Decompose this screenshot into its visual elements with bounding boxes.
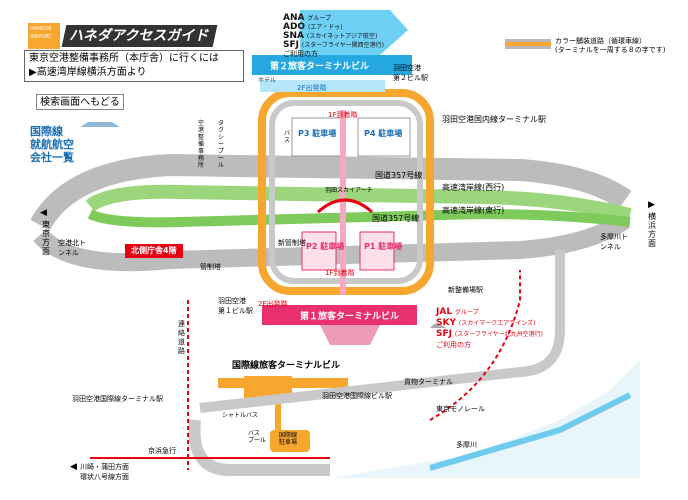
p1-label: P1 駐車場 <box>364 242 403 251</box>
intl-terminal-link <box>275 400 281 434</box>
kan8-label: 環状八号線方面 <box>80 473 129 481</box>
office-label: 北側庁舎4階 <box>131 246 177 255</box>
tokyo-label: 東京方面 <box>42 220 50 256</box>
header-badge: HANEDA AIRPORT <box>28 23 60 49</box>
t2-airline-row: SFJ (スターフライヤー関西空港行) <box>283 40 385 50</box>
p3-block <box>291 117 345 157</box>
p3-label: P3 駐車場 <box>298 129 337 138</box>
legend-swatch-orange <box>505 42 551 46</box>
misc-road-label: 空港整備事務所 <box>198 120 205 169</box>
intl-lower-road <box>188 419 330 476</box>
tamagawa-river <box>330 360 640 478</box>
t1-airline-row: SFJ (スターフライヤー北九州空港行) <box>436 329 544 339</box>
hotel-label: ホテル <box>258 77 277 84</box>
center-walkway <box>340 110 346 295</box>
terminal2-curb <box>260 80 385 92</box>
route-box: 東京空港整備事務所（本庁舎）に行くには ▶高速湾岸線横浜方面より <box>24 50 244 82</box>
bus-pool-label: バス プール <box>248 430 267 444</box>
t1-station-label: 羽田空港 第１ビル駅 <box>218 297 253 315</box>
airline-list-line2: 就航航空会社一覧 <box>30 138 74 164</box>
monorail-label: 東京モノレール <box>436 405 485 413</box>
cargo-label: 貨物ターミナル <box>404 378 453 386</box>
maintenance-station-label: 新整備場駅 <box>448 286 483 294</box>
airline-list-line1: 国際線 <box>30 125 63 138</box>
tamagawa-label: 多摩川 <box>456 441 477 449</box>
wangan-east-road <box>87 208 631 228</box>
yokohama-label: 横浜方面 <box>648 212 656 248</box>
intl-building-station-label: 羽田空港国際線ビル駅 <box>322 392 392 400</box>
wangan-west-label: 高速湾岸線(西行) <box>442 183 505 192</box>
river-edge <box>429 392 632 471</box>
t1-departure-label: 2F出発階 <box>258 300 288 308</box>
airplane-icon <box>80 122 120 127</box>
legend-line1: カラー舗装道路（循環車線） <box>555 37 646 45</box>
left-arrow-icon: ◀ <box>40 208 47 218</box>
keikyu-label: 京浜急行 <box>148 447 176 455</box>
header-banner: HANEDA AIRPORT ハネダアクセスガイド <box>24 23 218 67</box>
t2-note: ご利用の方 <box>283 50 318 58</box>
control-tower-label: 管制塔 <box>200 263 221 271</box>
legend-text: カラー舗装道路（循環車線） (ターミナルを一周する８の字です) <box>555 37 665 55</box>
t2-airline-row: ADO (エア・ドゥ) <box>283 22 343 32</box>
t2-departure-label: 2F出発階 <box>297 84 327 92</box>
p4-label: P4 駐車場 <box>364 129 403 138</box>
route-title: 東京空港整備事務所（本庁舎）に行くには <box>29 53 219 64</box>
terminal1-pier <box>320 325 380 345</box>
p2-block <box>301 231 337 271</box>
intl-parking-block <box>270 430 310 452</box>
p4-block <box>357 117 411 157</box>
tunnel-right-label: 多摩川トンネル <box>600 233 628 251</box>
t2-airline-row: SNA (スカイネットアジア航空) <box>283 31 378 41</box>
airline-list-link[interactable]: 国際線 就航航空会社一覧 <box>30 125 82 164</box>
route357a-label: 国道357号線 <box>375 171 423 180</box>
route357b-label: 国道357号線 <box>372 214 420 223</box>
connecting-road-label: 連絡道路 <box>178 320 185 355</box>
t2-airline-row: ANA グループ <box>283 13 331 23</box>
terminal1-building <box>262 305 417 325</box>
intl-parking-label: 国際線 駐車場 <box>279 432 298 446</box>
t2-station-label: 羽田空港 第２ビル駅 <box>393 64 428 82</box>
terminal2-pier <box>300 10 408 55</box>
t1-airline-row: JAL グループ <box>436 307 479 317</box>
taxi-label: タクシープール <box>218 120 225 169</box>
right-arrow-icon: ▶ <box>648 200 655 210</box>
outer-road-top <box>30 153 632 231</box>
outer-road-bottom <box>33 212 631 272</box>
p1-block <box>359 231 395 271</box>
skyarch-label: 羽田スカイアーチ <box>325 187 373 194</box>
new-tower-label: 新管制塔 <box>278 239 306 247</box>
office-marker <box>125 244 183 258</box>
terminal2-airlines: ANA グループ ADO (エア・ドゥ) SNA (スカイネットアジア航空) S… <box>283 14 384 59</box>
wangan-east-label: 高速湾岸線(東行) <box>442 206 505 215</box>
left-arrow-icon: ◀ <box>70 462 77 472</box>
terminal2-name: 第２旅客ターミナルビル <box>270 62 370 72</box>
tunnel-left-label: 空港北トンネル <box>58 239 86 257</box>
domestic-station-label: 羽田空港国内線ターミナル駅 <box>442 115 546 124</box>
route-subtitle: ▶高速湾岸線横浜方面より <box>29 67 147 78</box>
terminal1-name: 第１旅客ターミナルビル <box>300 312 400 322</box>
p2-label: P2 駐車場 <box>306 242 345 251</box>
legend-line2: (ターミナルを一周する８の字です) <box>555 46 666 54</box>
terminal1-airlines: JAL グループ SKY (スカイマークエアラインズ) SFJ (スターフライヤ… <box>436 307 543 350</box>
terminal2-building <box>252 55 412 75</box>
header-title: ハネダアクセスガイド <box>61 25 218 47</box>
t1-airline-row: SKY (スカイマークエアラインズ) <box>436 318 536 328</box>
t1-note: ご利用の方 <box>436 341 471 349</box>
kawasaki-label: 川崎・蒲田方面 <box>80 463 129 471</box>
t2-arrival-label: 1F到着階 <box>328 111 358 119</box>
wangan-west-road <box>85 184 632 222</box>
bus-label: バス <box>284 130 291 144</box>
airplane-icon <box>430 324 446 328</box>
intl-terminal-label: 国際線旅客ターミナルビル <box>232 361 341 371</box>
cargo-road <box>199 250 565 413</box>
back-to-search-button[interactable]: 検索画面へもどる <box>36 94 124 110</box>
t1-arrival-label: 1F到着階 <box>325 269 355 277</box>
skyarch-icon <box>317 198 373 214</box>
intl-terminal-station-label: 羽田空港国際線ターミナル駅 <box>72 395 163 403</box>
shuttle-label: シャトルバス <box>222 412 259 419</box>
